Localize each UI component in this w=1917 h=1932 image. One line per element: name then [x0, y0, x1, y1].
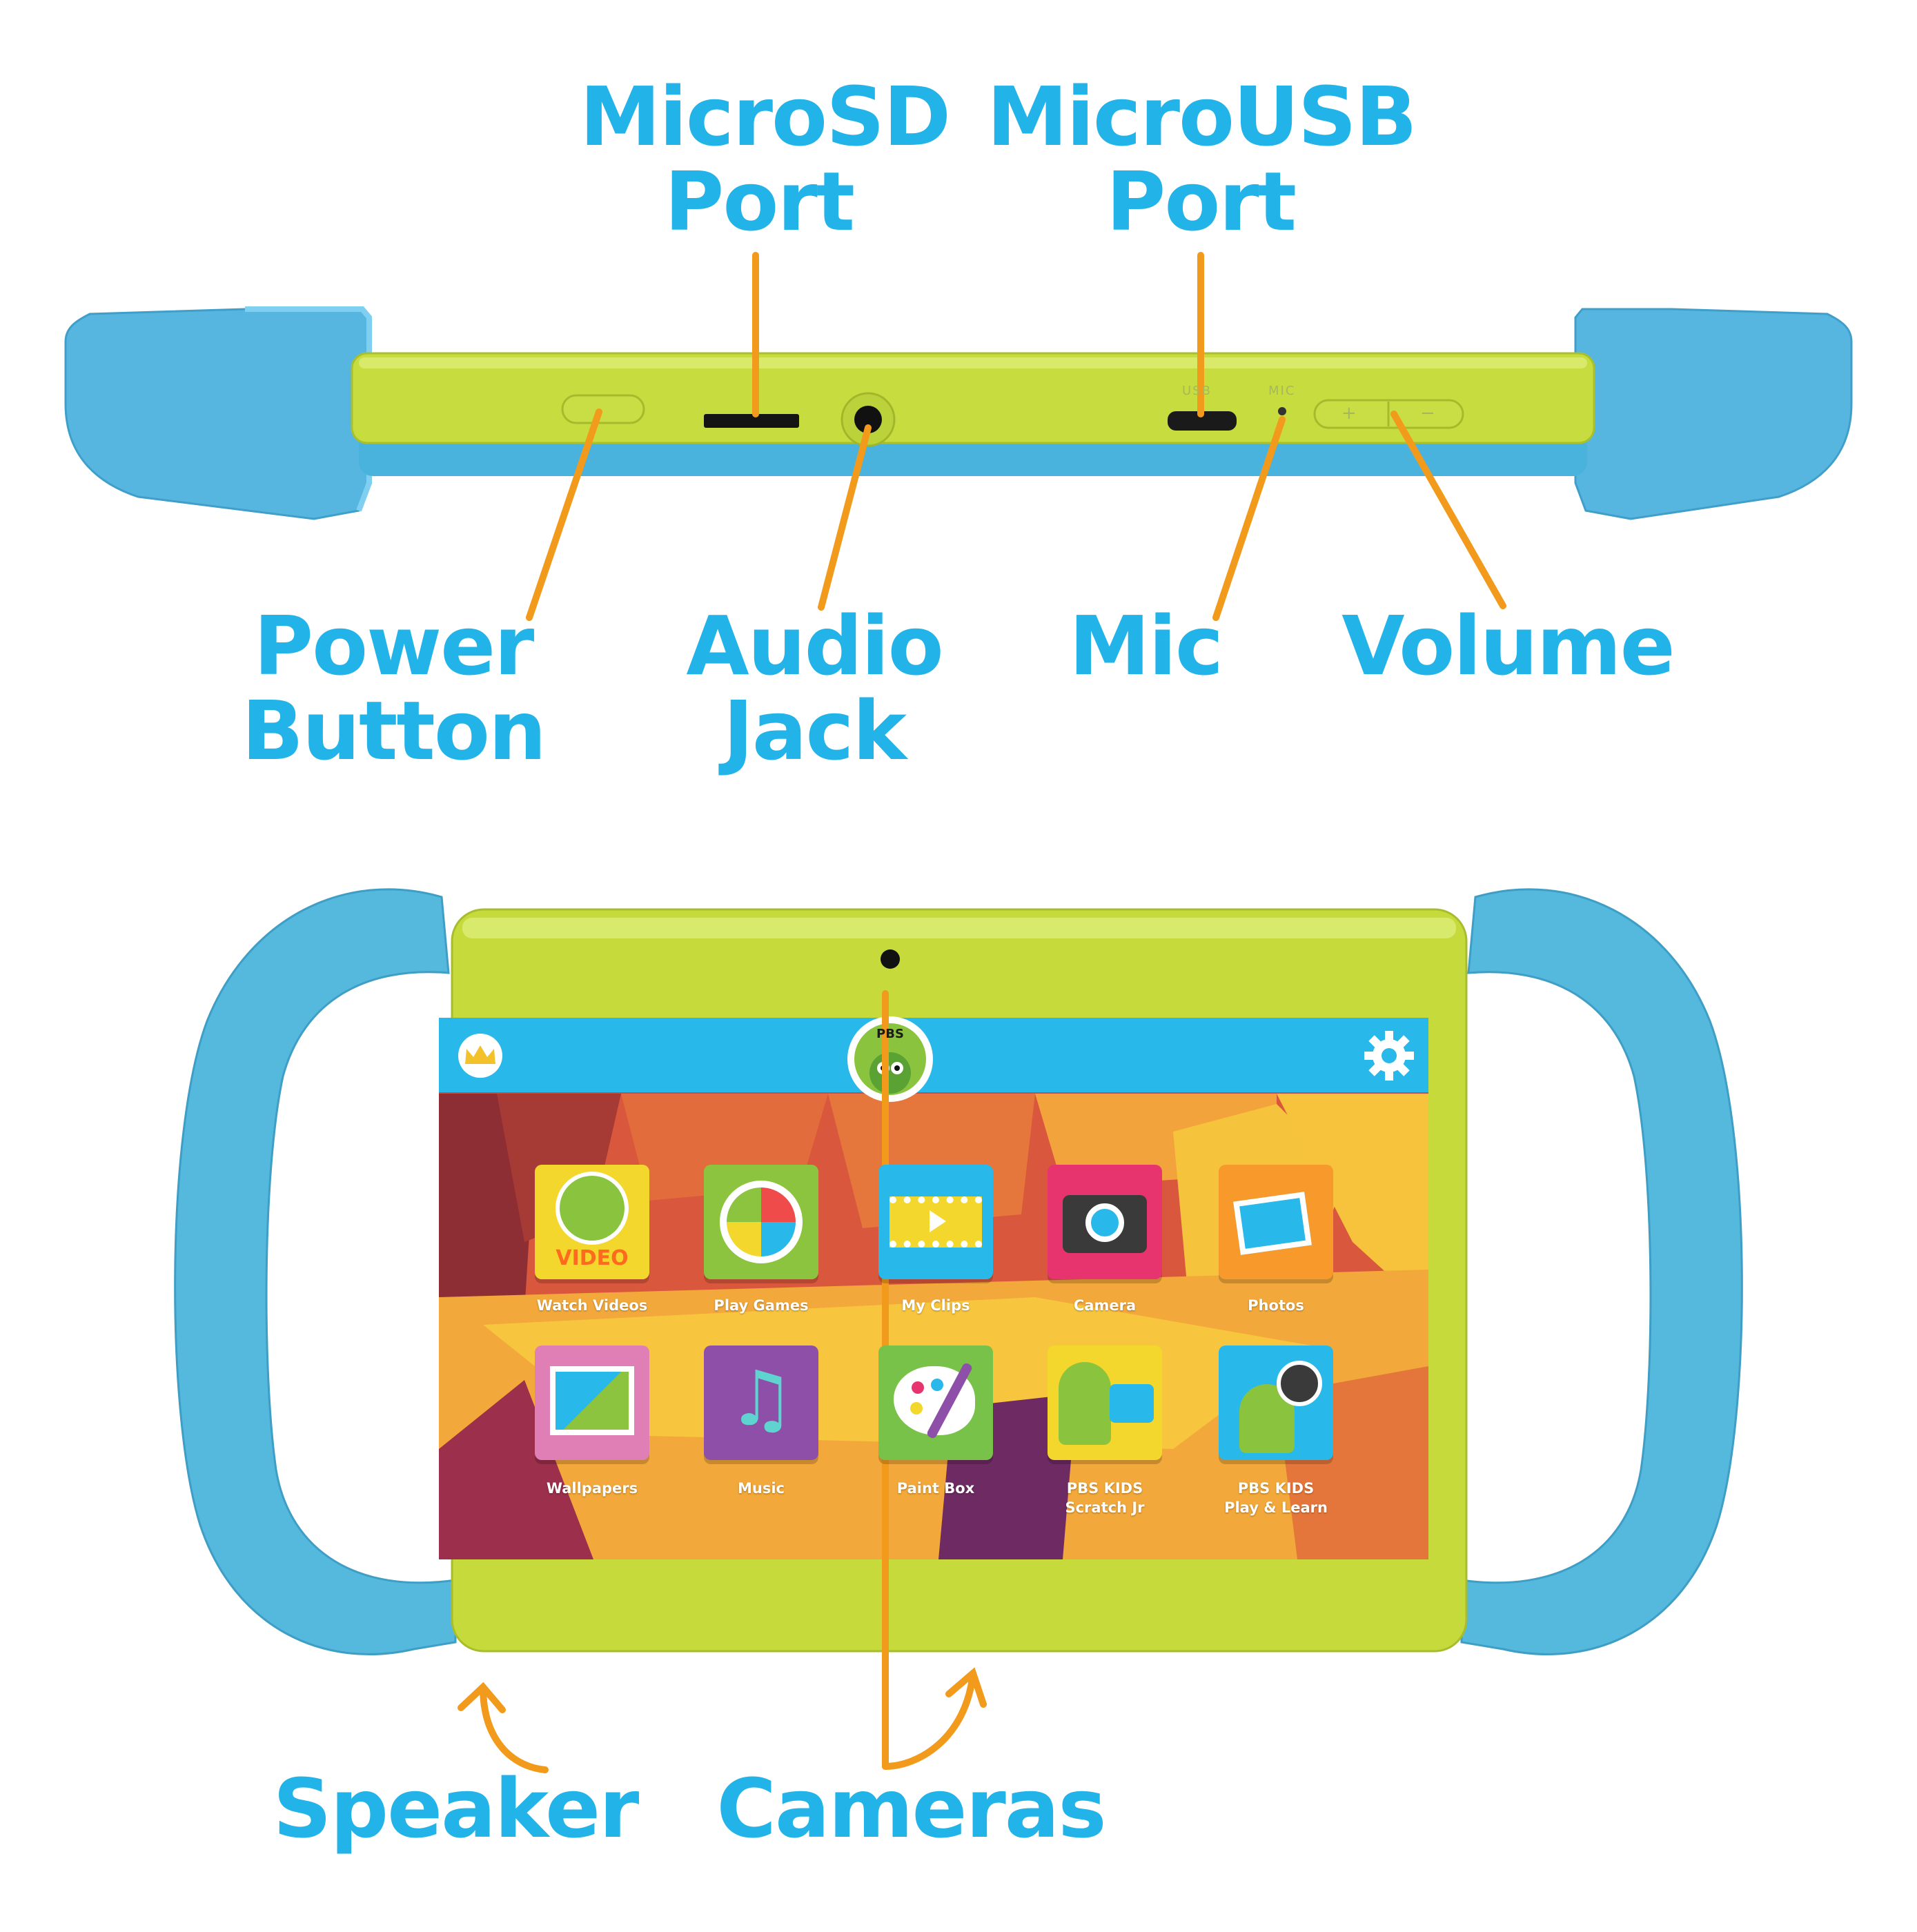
app-label-watch-videos: Watch Videos: [536, 1297, 648, 1314]
front-camera: [881, 949, 900, 969]
music-icon: ♫: [727, 1354, 796, 1443]
tablet-front-view: [174, 888, 1743, 1773]
app-label-my-clips: My Clips: [901, 1297, 970, 1314]
app-label-photos: Photos: [1248, 1297, 1304, 1314]
tablet-side-view: [64, 252, 1853, 621]
leader-mic: [1212, 416, 1286, 621]
microusb-port: [1168, 411, 1237, 431]
settings-gear-icon: [1364, 1031, 1414, 1081]
app-play-games[interactable]: [704, 1165, 818, 1279]
paint-dot-blue: [931, 1379, 943, 1391]
mic-marking: MIC: [1268, 384, 1296, 398]
label-mic: Mic: [1069, 598, 1223, 693]
app-music[interactable]: ♫: [704, 1346, 818, 1460]
left-bumper: [64, 308, 371, 520]
app-pbs-kids-scratch-jr[interactable]: [1048, 1346, 1162, 1460]
right-bumper: [1574, 308, 1853, 520]
app-label-camera: Camera: [1073, 1297, 1137, 1314]
microsd-slot: [704, 414, 799, 428]
usb-marking: USB: [1182, 384, 1212, 398]
crown-icon: [465, 1045, 495, 1064]
pbs-logo-text: PBS: [876, 1027, 904, 1041]
power-button: [561, 394, 645, 424]
leader-cameras-arrow: [882, 1670, 976, 1770]
wallpaper-icon: [550, 1366, 634, 1435]
app-label-paint-box: Paint Box: [896, 1480, 975, 1497]
play-triangle-icon: [930, 1210, 946, 1232]
mic-hole: [1278, 407, 1286, 415]
volume-plus-marking: +: [1341, 403, 1358, 424]
app-photos[interactable]: [1219, 1165, 1333, 1279]
play-learn-helmet-icon: [1277, 1361, 1322, 1406]
front-right-bumper: [1460, 888, 1743, 1655]
app-pbs-kids-play-learn[interactable]: [1219, 1346, 1333, 1460]
camera-lens-icon: [1085, 1203, 1124, 1242]
app-camera[interactable]: [1048, 1165, 1162, 1279]
app-label-music: Music: [738, 1480, 785, 1497]
leader-lines: [526, 252, 1506, 621]
app-label-play-games: Play Games: [714, 1297, 809, 1314]
paint-dot-red: [912, 1381, 924, 1394]
leader-audio: [818, 424, 872, 611]
label-cameras: Cameras: [716, 1761, 1106, 1856]
paint-dot-yellow: [910, 1402, 923, 1414]
front-left-bumper: [174, 888, 457, 1655]
games-icon: [720, 1181, 803, 1263]
app-paint-box[interactable]: [878, 1346, 993, 1460]
photos-icon: [1233, 1192, 1312, 1255]
pbs-kids-video-icon: [556, 1172, 629, 1245]
video-badge: VIDEO: [556, 1246, 629, 1270]
app-label-wallpapers: Wallpapers: [546, 1480, 638, 1497]
leader-power: [526, 408, 602, 621]
label-volume: Volume: [1341, 598, 1675, 693]
app-wallpapers[interactable]: [535, 1346, 649, 1460]
leader-volume: [1390, 411, 1506, 609]
scratch-jr-icon: [1059, 1362, 1111, 1445]
app-watch-videos[interactable]: VIDEO: [535, 1165, 649, 1279]
app-my-clips[interactable]: [878, 1165, 993, 1279]
volume-minus-marking: −: [1420, 403, 1437, 424]
scratch-jr-block-icon: [1110, 1384, 1154, 1423]
leader-speaker-arrow: [480, 1684, 549, 1773]
label-speaker: Speaker: [273, 1761, 640, 1856]
